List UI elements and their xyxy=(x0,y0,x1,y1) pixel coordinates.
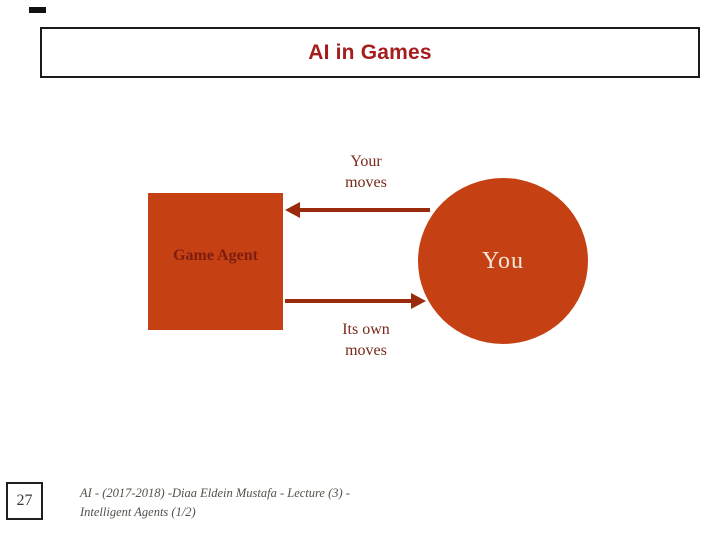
your-moves-line2: moves xyxy=(345,174,387,191)
game-agent-label-wrap: Game Agent xyxy=(148,193,283,330)
its-own-moves-label: Its own moves xyxy=(320,319,412,361)
its-own-moves-line2: moves xyxy=(345,342,387,359)
its-own-moves-line1: Its own xyxy=(342,321,390,338)
corner-mark xyxy=(29,7,46,13)
you-label-wrap: You xyxy=(418,178,588,344)
you-circle xyxy=(418,178,588,344)
page-number-box: 27 xyxy=(6,482,43,520)
your-moves-line1: Your xyxy=(350,153,382,170)
your-moves-label: Your moves xyxy=(320,151,412,193)
footer-line2: Intelligent Agents (1/2) xyxy=(80,505,196,519)
page-number: 27 xyxy=(16,492,33,509)
you-label: You xyxy=(482,247,524,274)
slide-title-box: AI in Games xyxy=(40,27,700,78)
game-agent-label: Game Agent xyxy=(173,246,258,264)
footer-line1: AI - (2017-2018) -Diaa Eldein Mustafa - … xyxy=(80,486,350,500)
arrow-you-to-agent-head xyxy=(285,202,300,218)
arrow-agent-to-you-head xyxy=(411,293,426,309)
slide-title: AI in Games xyxy=(308,40,432,64)
slide-footer: AI - (2017-2018) -Diaa Eldein Mustafa - … xyxy=(80,484,500,522)
game-agent-box xyxy=(148,193,283,330)
